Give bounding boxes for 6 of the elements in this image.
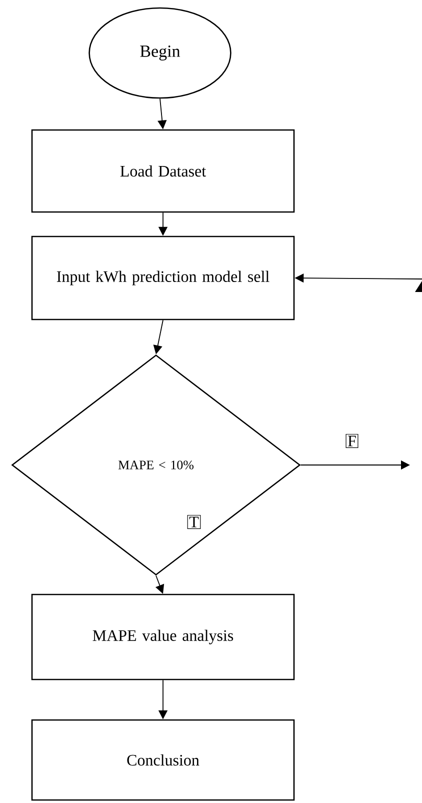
- process-box: Input kWh prediction model sell: [31, 236, 295, 320]
- process-box: Load Dataset: [31, 129, 295, 213]
- process-box: Conclusion: [31, 719, 295, 801]
- process-box: MAPE value analysis: [31, 594, 295, 680]
- edge-label: F: [346, 434, 358, 448]
- edge-label: T: [187, 514, 201, 530]
